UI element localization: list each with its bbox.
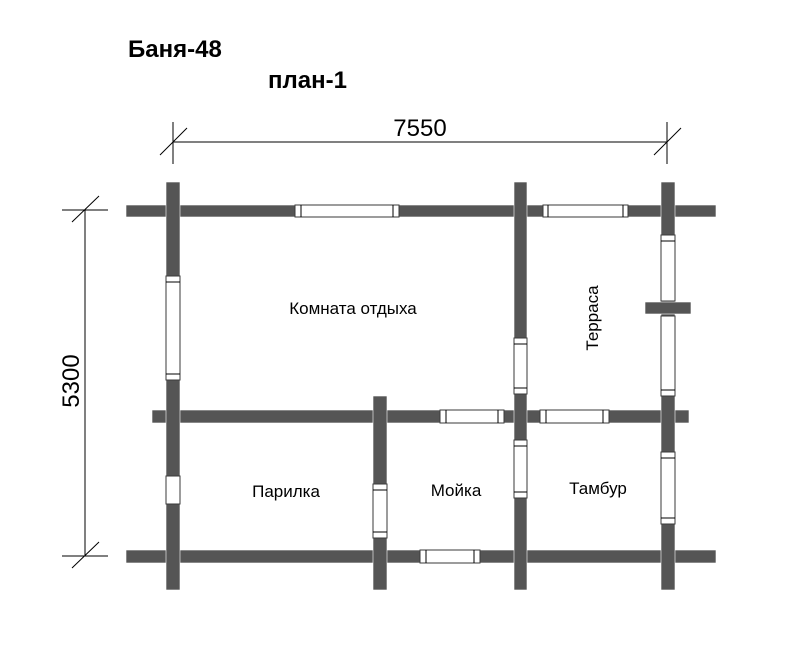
- window-vestibule-right: [660, 451, 676, 525]
- door-terrace-vestibule: [539, 409, 610, 424]
- room-label-vestibule: Тамбур: [569, 479, 627, 498]
- height-dimension-label: 5300: [58, 354, 85, 407]
- plan-subtitle: план-1: [268, 67, 347, 94]
- right-wall-post: [644, 301, 692, 315]
- window-wash-bottom: [419, 549, 481, 564]
- room-label-terrace: Терраса: [583, 285, 602, 351]
- window-steam-left: [165, 475, 181, 505]
- opening-terrace-right-lower: [660, 315, 676, 397]
- door-lounge-wash: [439, 409, 505, 424]
- log-walls: [125, 181, 717, 591]
- openings: [165, 204, 676, 564]
- door-wash-vestibule: [513, 439, 528, 499]
- window-lounge-left: [165, 275, 181, 381]
- plan-title: Баня-48: [128, 36, 222, 63]
- room-label-steam-room: Парилка: [252, 482, 320, 501]
- window-lounge-top: [294, 204, 400, 218]
- room-label-washroom: Мойка: [431, 481, 482, 500]
- window-terrace-top: [542, 204, 629, 218]
- room-label-lounge: Комната отдыха: [289, 299, 417, 318]
- window-lounge-terrace: [513, 337, 528, 395]
- height-dimension: 5300: [58, 195, 108, 569]
- door-steam-wash: [372, 483, 388, 539]
- opening-terrace-right-upper: [660, 234, 676, 302]
- width-dimension-label: 7550: [393, 115, 446, 142]
- left-wall: [165, 181, 181, 591]
- width-dimension: 7550: [159, 115, 682, 164]
